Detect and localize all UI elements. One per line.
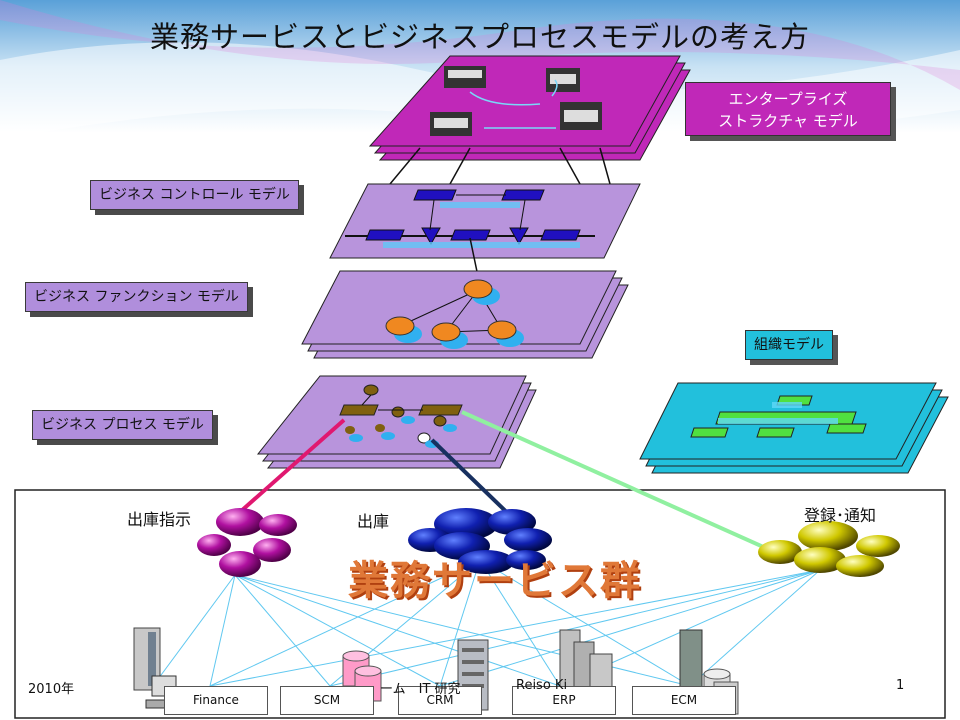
service-group-heading: 業務サービス群: [348, 558, 642, 604]
service-label-register-notify: 登録･通知: [804, 506, 877, 525]
system-box-finance: Finance: [164, 686, 268, 715]
system-box-scm: SCM: [280, 686, 374, 715]
enterprise-label-line2: ストラクチャ モデル: [718, 112, 858, 130]
service-cluster-shipping: [408, 508, 552, 574]
projection-lines: [389, 147, 611, 185]
factory-icon: [560, 102, 602, 130]
function-model-label: ビジネス ファンクション モデル: [25, 282, 248, 312]
factory-icon: [430, 112, 472, 136]
factory-icon: [546, 68, 580, 92]
system-box-ecm: ECM: [632, 686, 736, 715]
page-number: 1: [896, 678, 905, 693]
function-layer: [301, 270, 629, 359]
control-model-label: ビジネス コントロール モデル: [90, 180, 299, 210]
process-link-green: [461, 410, 771, 552]
service-cluster-register-notify: [758, 521, 900, 577]
cloud-band-pink: [0, 0, 960, 90]
enterprise-structure-label: エンタープライズ ストラクチャ モデル: [685, 82, 891, 136]
flow-arrow: [469, 91, 541, 106]
process-layer: [256, 375, 537, 469]
control-layer: [329, 183, 641, 259]
enterprise-layer: [368, 55, 691, 161]
factory-icon: [444, 66, 486, 88]
footer-org: Reiso Ki: [516, 678, 568, 693]
system-box-crm: CRM: [398, 686, 482, 715]
service-cluster-shipping-instruction: [197, 508, 297, 577]
footer-year: 2010年: [28, 682, 75, 697]
service-label-shipping: 出庫: [357, 512, 390, 531]
enterprise-label-line1: エンタープライズ: [728, 90, 848, 108]
system-box-erp: ERP: [512, 686, 616, 715]
process-model-label: ビジネス プロセス モデル: [32, 410, 213, 440]
service-label-shipping-instruction: 出庫指示: [127, 510, 192, 529]
slide-title: 業務サービスとビジネスプロセスモデルの考え方: [149, 20, 810, 54]
footer-text: ーム IT 研究: [380, 682, 461, 697]
process-link-magenta: [238, 418, 346, 514]
org-model-label: 組織モデル: [745, 330, 833, 360]
org-layer: [639, 382, 949, 474]
